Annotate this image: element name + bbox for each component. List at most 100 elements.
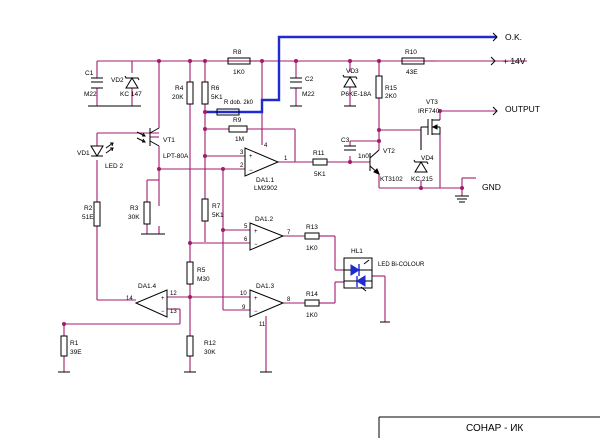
- vd4-value: KC 215: [411, 176, 433, 183]
- r6-ref: R6: [211, 85, 220, 92]
- capacitor-c1: C1 M22: [84, 70, 103, 98]
- resistor-r6: R6 5K1: [201, 81, 223, 105]
- c2-ref: C2: [305, 76, 314, 83]
- resistor-r7: R7 5K1: [201, 198, 224, 222]
- title-block: СОНАР - ИК: [378, 416, 600, 438]
- r13-value: 1K0: [306, 245, 318, 252]
- da1-3-pin-10: 10: [240, 291, 247, 297]
- c3-value: 1n0: [358, 153, 369, 160]
- c3-ref: C3: [341, 137, 350, 144]
- svg-text:−: −: [254, 242, 258, 248]
- zener-vd2: VD2 KC 147: [111, 75, 142, 98]
- r13-ref: R13: [306, 224, 318, 231]
- net-output: OUTPUT: [492, 104, 540, 116]
- opamp-da1-3: + − 10 9 8 11 DA1.3: [240, 283, 291, 328]
- vd2-ref: VD2: [111, 77, 124, 84]
- da1-3-pin-9: 9: [242, 305, 246, 311]
- r12-value: 30K: [204, 349, 216, 356]
- c1-ref: C1: [85, 70, 94, 77]
- resistor-r2: R2 51E: [82, 201, 101, 227]
- r8-value: 1K0: [233, 69, 245, 76]
- r1-value: 39E: [70, 349, 82, 356]
- resistor-r5: R5 M30: [186, 261, 210, 285]
- net-plus14v: + 14V: [436, 56, 527, 66]
- rdob-label: R dob. 2k0: [224, 100, 254, 106]
- resistor-r10: R10 43E: [401, 49, 425, 76]
- c1-value: M22: [84, 91, 97, 98]
- r15-ref: R15: [385, 85, 397, 92]
- svg-text:+: +: [161, 296, 165, 302]
- led-vd1: VD1 LED 2: [77, 142, 123, 170]
- da1-4-pin-12: 12: [170, 291, 177, 297]
- da1-1-pin-1: 1: [284, 156, 288, 162]
- phototransistor-vt1: VT1 LPT-80A: [136, 127, 189, 166]
- opamp-da1-4: + − 12 13 14 DA1.4: [126, 283, 177, 318]
- resistor-rdob: R dob. 2k0: [216, 100, 254, 116]
- da1-3-pin-8: 8: [287, 297, 291, 303]
- r9-ref: R9: [233, 117, 242, 124]
- vd3-value: P6KE-18A: [341, 91, 372, 98]
- da1-1-pin-4: 4: [264, 143, 268, 149]
- r14-value: 1K0: [306, 312, 318, 319]
- r3-value: 30K: [128, 214, 140, 221]
- capacitor-c2: C2 M22: [290, 76, 315, 98]
- vd2-value: KC 147: [120, 91, 142, 98]
- resistor-r13: R13 1K0: [304, 224, 320, 252]
- r8-ref: R8: [233, 49, 242, 56]
- bicolour-led-hl1: HL1 LED Bi-COLOUR: [343, 248, 425, 292]
- ok-label: O.K.: [505, 32, 522, 42]
- da1-3-pin-11: 11: [259, 322, 266, 328]
- ok-bold-wire: [205, 35, 497, 114]
- r11-ref: R11: [313, 150, 325, 157]
- mosfet-vt3: VT3 IRF740: [418, 99, 441, 150]
- da1-3-ref: DA1.3: [256, 283, 274, 290]
- r11-value: 5K1: [314, 171, 326, 178]
- r7-ref: R7: [212, 203, 221, 210]
- da1-4-pin-14: 14: [126, 296, 133, 302]
- resistor-r11: R11 5K1: [312, 150, 328, 178]
- r2-ref: R2: [84, 205, 93, 212]
- vt2-value: KT3102: [380, 176, 403, 183]
- resistor-r4: R4 20K: [172, 81, 194, 105]
- net-gnd: GND: [482, 182, 501, 192]
- r6-value: 5K1: [211, 94, 223, 101]
- r10-ref: R10: [405, 49, 417, 56]
- da1-1-pin-3: 3: [240, 150, 244, 156]
- r5-ref: R5: [197, 267, 206, 274]
- r1-ref: R1: [70, 340, 79, 347]
- vt3-value: IRF740: [418, 108, 440, 115]
- da1-4-pin-13: 13: [170, 309, 177, 315]
- vd1-ref: VD1: [77, 150, 90, 157]
- resistor-r1: R1 39E: [60, 335, 82, 357]
- r3-ref: R3: [130, 205, 139, 212]
- r4-value: 20K: [172, 94, 184, 101]
- resistor-r15: R15 2K0: [375, 75, 397, 100]
- transistor-vt2: VT2 KT3102: [369, 148, 403, 183]
- r2-value: 51E: [82, 214, 94, 221]
- da1-1-pin-2: 2: [240, 163, 244, 169]
- svg-text:+: +: [249, 154, 253, 160]
- da1-2-pin-6: 6: [244, 237, 248, 243]
- resistor-r12: R12 30K: [186, 335, 216, 357]
- r9-value: 1M: [235, 136, 244, 143]
- gnd-label: GND: [482, 182, 501, 192]
- vd1-value: LED 2: [105, 163, 123, 170]
- vt1-value: LPT-80A: [163, 153, 189, 160]
- zener-vd3: VD3 P6KE-18A: [341, 68, 372, 98]
- resistor-r14: R14 1K0: [304, 291, 320, 319]
- vd3-ref: VD3: [346, 68, 359, 75]
- da1-2-pin-7: 7: [287, 230, 291, 236]
- vd4-ref: VD4: [421, 155, 434, 162]
- r12-ref: R12: [204, 340, 216, 347]
- hl1-ref: HL1: [351, 248, 363, 255]
- da1-2-pin-5: 5: [244, 224, 248, 230]
- plus14-label: + 14V: [503, 56, 526, 66]
- junction-dots: [62, 59, 464, 326]
- vt3-ref: VT3: [426, 99, 438, 106]
- r15-value: 2K0: [385, 93, 397, 100]
- c2-value: M22: [302, 91, 315, 98]
- svg-text:−: −: [161, 309, 165, 315]
- r7-value: 5K1: [212, 212, 224, 219]
- da1-1-ref: DA1.1: [256, 177, 274, 184]
- r10-value: 43E: [406, 69, 418, 76]
